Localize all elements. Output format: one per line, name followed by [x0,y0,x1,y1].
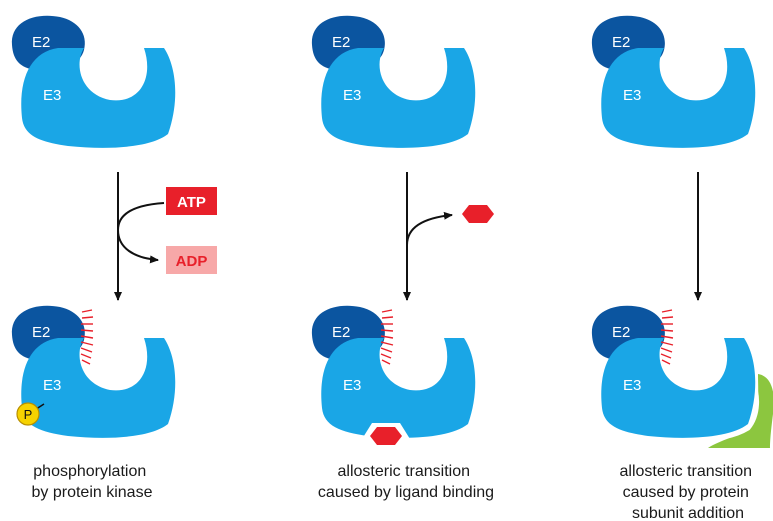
e3-shape [321,338,476,438]
e2-label: E2 [32,324,50,341]
e2-label: E2 [612,324,630,341]
e3-shape [321,48,476,148]
e2-label: E2 [332,34,350,51]
caption-line-1: phosphorylation [33,463,146,480]
e3-label: E3 [343,377,361,394]
caption-line-3: subunit addition [632,505,744,521]
phosphate-label: P [24,407,33,422]
e3-shape [21,338,176,438]
e2-label: E2 [332,324,350,341]
atp-badge: ATP [166,187,217,215]
e3-label: E3 [623,87,641,104]
binding-site-ticks [660,309,674,365]
complex-bottom-3: E2 E3 [591,305,773,448]
complex-top-3: E2 E3 [591,15,756,148]
added-subunit [708,374,773,448]
phosphate-circle [16,402,40,426]
atp-box [166,187,217,215]
caption-line-2: caused by ligand binding [318,484,494,501]
e3-label: E3 [43,377,61,394]
adp-box [166,246,217,274]
complex-top-2: E2 E3 [311,15,476,148]
e3-shape [21,48,176,148]
caption-line-2: caused by protein [623,484,749,501]
caption-line-2: by protein kinase [32,484,153,501]
subunit-gap [687,376,759,443]
e3-label: E3 [343,87,361,104]
e2-label: E2 [32,34,50,51]
ligand-hexagon [462,205,494,223]
caption: allosteric transition caused by ligand b… [318,463,494,501]
bound-ligand [370,427,402,445]
complex-bottom-1: E2 E3 P [11,305,176,438]
panel-subunit: E2 E3 E2 E3 allost [591,15,773,521]
caption: phosphorylation by protein kinase [32,463,153,501]
e2-label: E2 [612,34,630,51]
complex-bottom-2: E2 E3 [311,305,476,445]
adp-badge: ADP [166,246,217,274]
atp-adp-curve [116,202,165,264]
binding-site-ticks [80,309,94,365]
atp-label: ATP [177,194,206,211]
adp-label: ADP [176,253,208,270]
e3-shape [601,48,756,148]
ligand-entry-curve [406,211,453,246]
caption: allosteric transition caused by protein … [620,463,757,521]
panel-phosphorylation: E2 E3 ATP ADP E2 E3 [11,15,217,501]
e3-label: E3 [43,87,61,104]
caption-line-1: allosteric transition [620,463,753,480]
e3-shape [601,338,756,438]
binding-site-ticks [380,309,394,365]
caption-line-1: allosteric transition [338,463,471,480]
complex-top-1: E2 E3 [11,15,176,148]
e3-label: E3 [623,377,641,394]
panel-ligand: E2 E3 E2 E3 [311,15,494,501]
